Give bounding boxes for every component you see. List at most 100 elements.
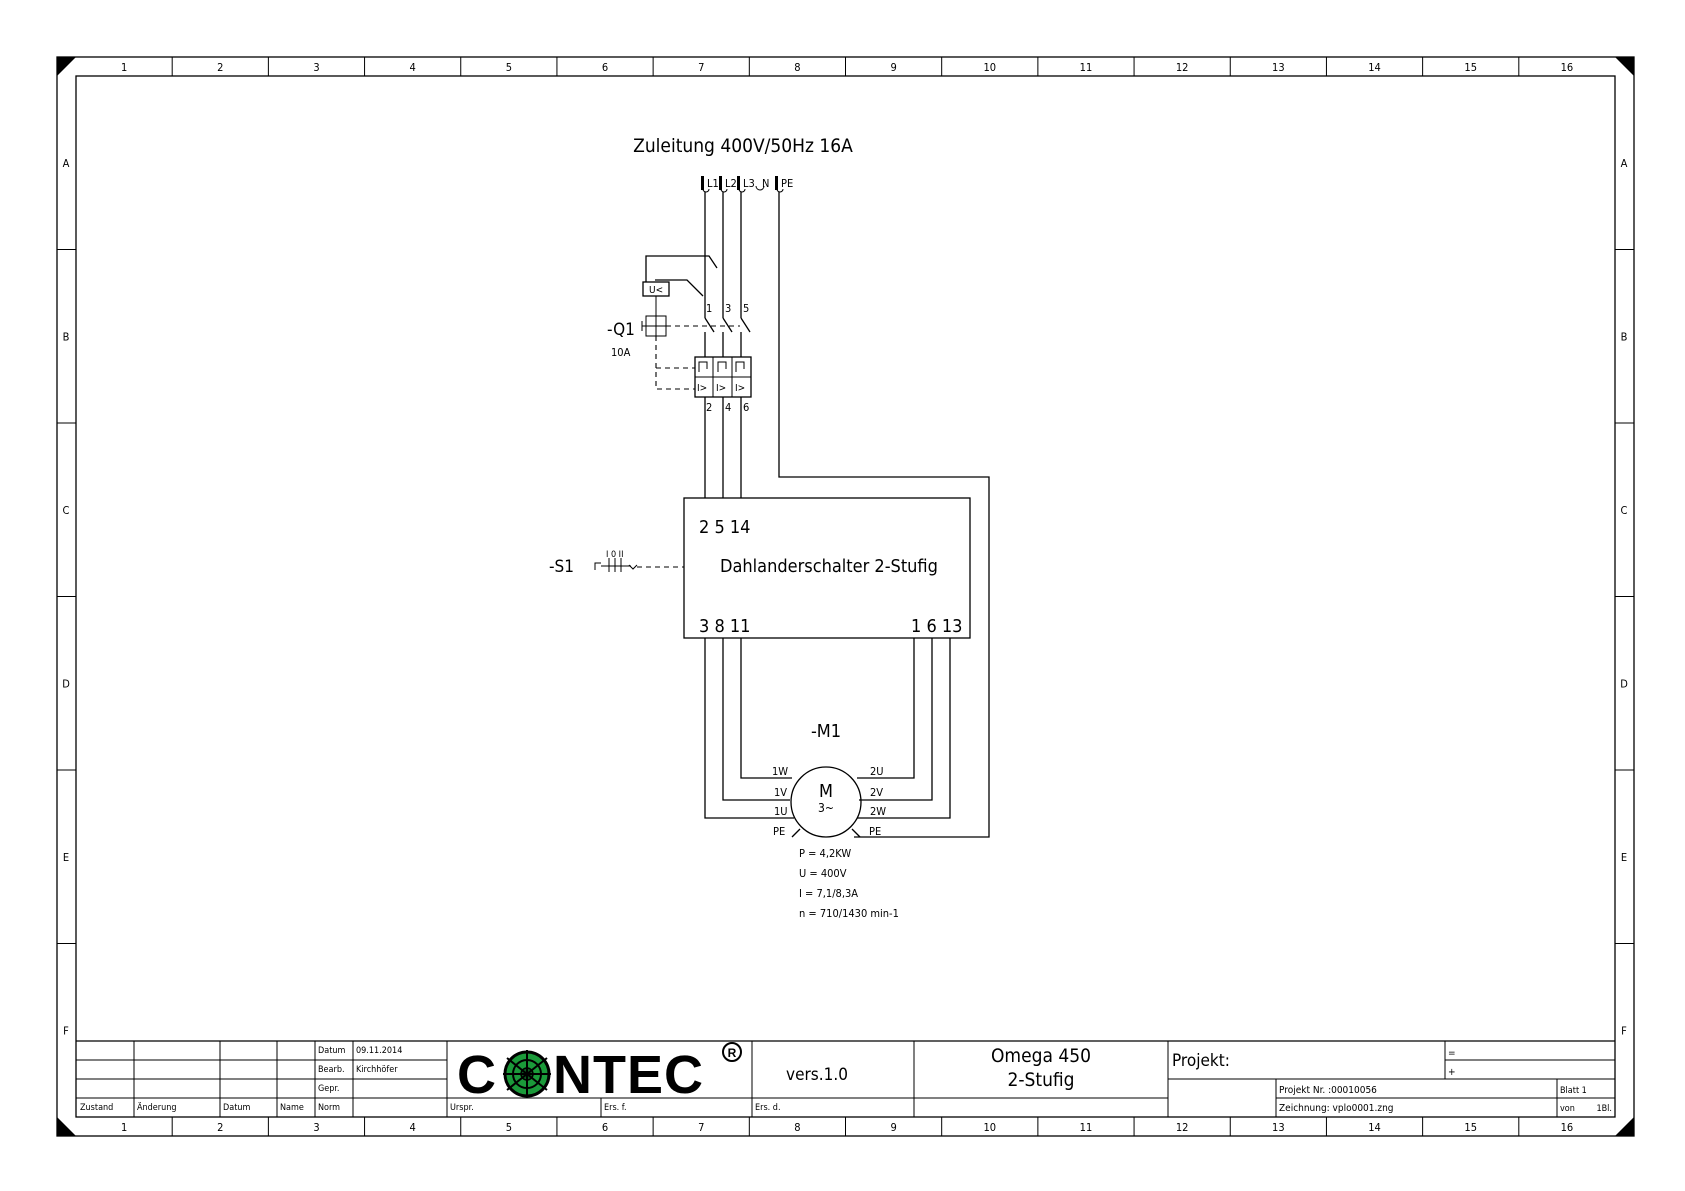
motor-spec-power: P = 4,2KW [799, 847, 851, 860]
svg-text:R: R [728, 1046, 737, 1060]
column-number: 8 [794, 61, 800, 74]
svg-text:2U: 2U [870, 765, 884, 778]
column-number: 8 [794, 1121, 800, 1134]
drawing-subtitle: 2-Stufig [1007, 1069, 1074, 1091]
terminal-pe: PE [775, 176, 793, 193]
svg-text:1 6 13: 1 6 13 [911, 616, 963, 637]
svg-text:Projekt Nr. :00010056: Projekt Nr. :00010056 [1279, 1085, 1377, 1096]
column-number: 3 [313, 1121, 319, 1134]
column-number: 13 [1272, 1121, 1285, 1134]
column-number: 3 [313, 61, 319, 74]
svg-text:-Q1: -Q1 [607, 320, 635, 340]
svg-text:M: M [819, 781, 833, 802]
column-number: 2 [217, 1121, 223, 1134]
svg-text:Dahlanderschalter 2-Stufig: Dahlanderschalter 2-Stufig [720, 556, 938, 577]
column-number: 9 [890, 61, 896, 74]
column-number: 5 [506, 1121, 512, 1134]
svg-text:Datum: Datum [223, 1103, 251, 1113]
column-number: 4 [410, 1121, 416, 1134]
svg-text:1: 1 [706, 302, 712, 315]
column-number: 13 [1272, 61, 1285, 74]
svg-text:Ers. f.: Ers. f. [604, 1103, 627, 1113]
dahlander-switch-box [683, 497, 971, 639]
motor-wires [704, 638, 951, 819]
svg-text:3~: 3~ [818, 801, 834, 815]
svg-text:U<: U< [649, 285, 663, 296]
svg-text:I 0 II: I 0 II [606, 550, 623, 560]
svg-text:1W: 1W [772, 765, 788, 778]
column-number: 15 [1464, 61, 1477, 74]
svg-text:2V: 2V [870, 786, 883, 799]
svg-text:Ers. d.: Ers. d. [755, 1103, 781, 1113]
svg-text:I>: I> [735, 383, 745, 394]
row-letter: F [1621, 1024, 1627, 1037]
svg-text:2W: 2W [870, 805, 886, 818]
breaker-q1: U< 1 3 5 -Q1 10A I> I> I> 2 4 6 [607, 255, 752, 414]
svg-text:Norm: Norm [318, 1103, 340, 1113]
svg-text:Kirchhöfer: Kirchhöfer [356, 1065, 398, 1075]
column-number: 14 [1368, 1121, 1381, 1134]
svg-text:6: 6 [743, 401, 749, 414]
column-number: 1 [121, 1121, 127, 1134]
motor-symbol [790, 766, 862, 838]
svg-text:4: 4 [725, 401, 731, 414]
column-number: 7 [698, 1121, 704, 1134]
svg-text:I>: I> [716, 383, 726, 394]
column-number: 9 [890, 1121, 896, 1134]
svg-text:2 5 14: 2 5 14 [699, 517, 751, 538]
row-letter: B [63, 330, 70, 343]
drawing-title: Omega 450 [991, 1045, 1091, 1067]
svg-text:Bearb.: Bearb. [318, 1065, 345, 1075]
column-number: 6 [602, 1121, 608, 1134]
row-letter: E [63, 851, 69, 864]
column-number: 1 [121, 61, 127, 74]
terminal-l1: L1 [701, 176, 719, 193]
switch-s1: -S1 I 0 II 2 5 14 Dahlanderschalter 2-St… [549, 497, 971, 639]
svg-text:N: N [762, 177, 769, 190]
column-number: 10 [983, 1121, 996, 1134]
row-letter: D [62, 677, 70, 690]
column-number: 15 [1464, 1121, 1477, 1134]
column-number: 4 [410, 61, 416, 74]
version-label: vers.1.0 [786, 1065, 848, 1085]
column-number: 7 [698, 61, 704, 74]
column-number: 12 [1176, 61, 1189, 74]
svg-text:C: C [457, 1045, 497, 1105]
svg-text:NTEC: NTEC [553, 1045, 704, 1105]
corner-mark-tr [1615, 57, 1634, 76]
svg-text:Zustand: Zustand [80, 1103, 113, 1113]
svg-text:Datum: Datum [318, 1046, 346, 1056]
svg-text:10A: 10A [611, 346, 631, 359]
column-ruler: 1122334455667788991010111112121313141415… [121, 57, 1573, 1136]
motor-m1: -M1 M 3~ 1W 1V 1U PE 2U 2V 2W PE P = 4,2… [772, 721, 899, 920]
row-letter: F [63, 1024, 69, 1037]
column-number: 6 [602, 61, 608, 74]
column-number: 2 [217, 61, 223, 74]
title-block: Datum 09.11.2014 Bearb. Kirchhöfer Gepr.… [76, 1040, 1615, 1117]
column-number: 11 [1080, 61, 1093, 74]
svg-text:PE: PE [773, 825, 785, 838]
svg-text:5: 5 [743, 302, 749, 315]
row-letter: D [1620, 677, 1628, 690]
supply-title: Zuleitung 400V/50Hz 16A [633, 135, 853, 157]
svg-text:+: + [1448, 1067, 1456, 1078]
column-number: 16 [1561, 61, 1574, 74]
terminal-n: N [755, 177, 769, 191]
outer-frame [56, 56, 1635, 1137]
svg-text:Änderung: Änderung [137, 1102, 177, 1113]
svg-text:Blatt 1: Blatt 1 [1560, 1086, 1587, 1096]
terminal-l3: L3 [737, 176, 755, 193]
column-number: 14 [1368, 61, 1381, 74]
column-number: 5 [506, 61, 512, 74]
row-letter: A [63, 157, 70, 170]
svg-text:3: 3 [725, 302, 731, 315]
column-number: 16 [1561, 1121, 1574, 1134]
row-letter: A [1621, 157, 1628, 170]
svg-text:-S1: -S1 [549, 557, 574, 577]
corner-mark-tl [57, 57, 76, 76]
svg-text:Projekt:: Projekt: [1172, 1051, 1230, 1071]
motor-spec-speed: n = 710/1430 min-1 [799, 907, 899, 920]
contec-logo: C NTEC R [457, 1042, 742, 1105]
inner-frame [75, 75, 1616, 1118]
motor-spec-current: I = 7,1/8,3A [799, 887, 858, 900]
